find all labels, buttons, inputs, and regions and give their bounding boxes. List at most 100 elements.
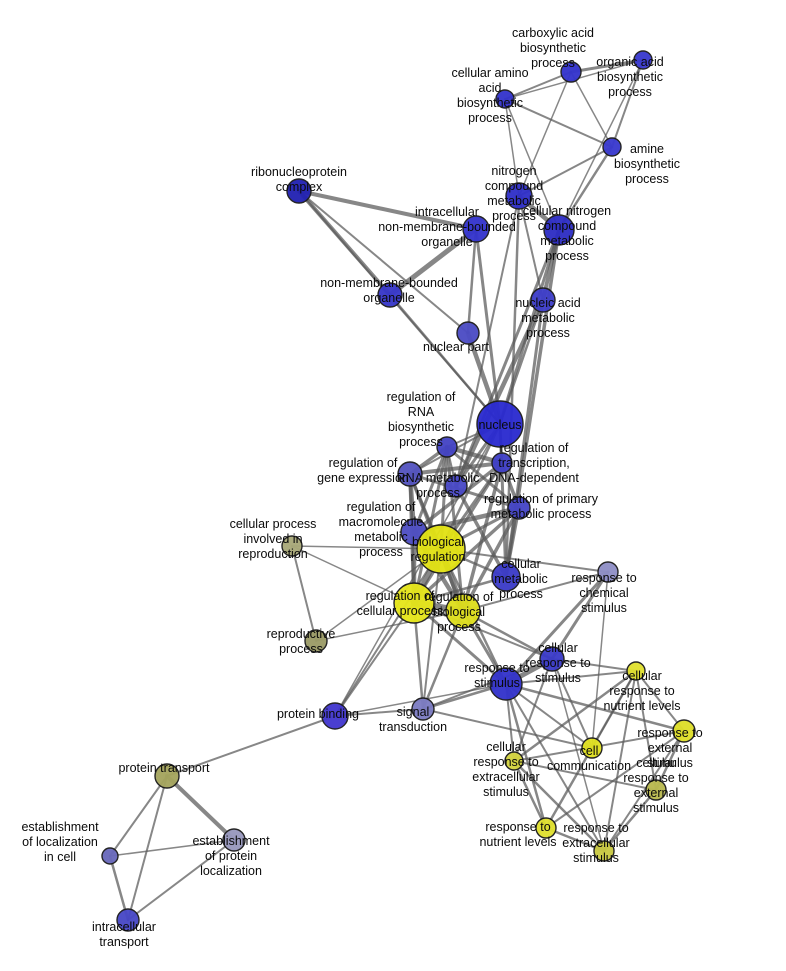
- node-repro-process[interactable]: reproductive process: [304, 629, 328, 653]
- node-label-nucleic: nucleic acid: [515, 296, 580, 310]
- edge-protein-transport--intracell-transport: [127, 775, 168, 921]
- node-resp-extracell[interactable]: response to extracellular stimulus: [593, 840, 615, 862]
- edge-cell-proc-repro--bio-reg: [291, 545, 442, 550]
- node-label-nucleus: nucleus: [478, 418, 521, 432]
- node-reg-biological[interactable]: regulation of biological process: [445, 593, 481, 629]
- node-carboxylic[interactable]: carboxylic acid biosynthetic process: [560, 61, 582, 83]
- node-label-nmb-org: organelle: [363, 291, 414, 305]
- node-label-cell-resp-external: stimulus: [633, 801, 679, 815]
- edge-signal-transduction--cell-resp-stim: [422, 658, 553, 710]
- node-est-loc-cell[interactable]: establishment of localization in cell: [101, 847, 119, 865]
- node-cellular-metabolic[interactable]: cellular metabolic process: [491, 562, 521, 592]
- node-label-repro-process: process: [279, 642, 323, 656]
- node-nucleus[interactable]: nucleus: [476, 400, 524, 448]
- node-nmb-org[interactable]: non-membrane-bounded organelle: [377, 282, 403, 308]
- node-label-cell-resp-extracell: stimulus: [483, 785, 529, 799]
- node-label-resp-extracell: extracellular: [562, 836, 629, 850]
- node-label-cellular-nitrogen: metabolic: [540, 234, 594, 248]
- node-label-reg-macro: metabolic: [354, 530, 408, 544]
- node-nucleic[interactable]: nucleic acid metabolic process: [530, 287, 556, 313]
- node-label-intracell-org: non-membrane-bounded: [378, 220, 516, 234]
- node-label-cellular-nitrogen: compound: [538, 219, 596, 233]
- node-label-bio-reg: biological: [412, 535, 464, 549]
- node-label-reg-macro: regulation of: [347, 500, 416, 514]
- node-label-reg-transcription: transcription,: [498, 456, 570, 470]
- node-reg-primary[interactable]: regulation of primary metabolic process: [507, 496, 531, 520]
- edge-resp-stim--cell-resp-nutrient: [505, 670, 637, 685]
- node-cell-resp-external[interactable]: cellular response to external stimulus: [645, 779, 667, 801]
- node-reg-cellular[interactable]: regulation of cellular process: [393, 582, 435, 624]
- node-resp-external[interactable]: response to external stimulus: [672, 719, 696, 743]
- node-protein-transport[interactable]: protein transport: [154, 763, 180, 789]
- node-label-cell-resp-stim: response to: [525, 656, 590, 670]
- edge-reg-rna--reg-macro: [412, 445, 449, 534]
- node-nuclear-part[interactable]: nuclear part: [456, 321, 480, 345]
- node-label-signal-transduction: transduction: [379, 720, 447, 734]
- node-est-protein-loc[interactable]: establishment of protein localization: [222, 828, 246, 852]
- node-cell-comm[interactable]: cell communication: [581, 737, 603, 759]
- node-cell-amino[interactable]: cellular amino acid biosynthetic process: [495, 89, 515, 109]
- node-label-nitrogen: compound: [485, 179, 543, 193]
- node-resp-nutrient[interactable]: response to nutrient levels: [535, 817, 557, 839]
- edge-ribo--nuclear-part: [298, 190, 469, 334]
- node-label-cellular-nitrogen: cellular nitrogen: [523, 204, 611, 218]
- node-ribo[interactable]: ribonucleoprotein complex: [286, 178, 312, 204]
- node-cell-resp-stim[interactable]: cellular response to stimulus: [539, 646, 565, 672]
- node-label-cell-resp-nutrient: cellular: [622, 669, 662, 683]
- edge-resp-chemical--bio-reg: [440, 548, 609, 573]
- labels-layer: carboxylic acid biosynthetic process organi…: [21, 26, 702, 949]
- node-cell-proc-repro[interactable]: cellular process involved in reproductio…: [281, 535, 303, 557]
- node-label-cellular-metabolic: metabolic: [494, 572, 548, 586]
- node-cellular-nitrogen[interactable]: cellular nitrogen compound metabolic pro…: [543, 214, 575, 246]
- node-label-resp-extracell: response to: [563, 821, 628, 835]
- node-label-reg-cellular: regulation of: [366, 589, 435, 603]
- node-label-resp-external: stimulus: [647, 756, 693, 770]
- edge-organic--amine: [611, 59, 644, 148]
- node-reg-rna[interactable]: regulation of RNA biosynthetic process: [436, 436, 458, 458]
- node-resp-stim[interactable]: response to stimulus: [489, 667, 523, 701]
- node-rna-metabolic[interactable]: RNA metabolic process: [444, 474, 468, 498]
- node-label-resp-external: external: [648, 741, 692, 755]
- node-amine[interactable]: amine biosynthetic process: [602, 137, 622, 157]
- node-label-resp-chemical: stimulus: [581, 601, 627, 615]
- edge-carboxylic--cell-amino: [504, 71, 572, 100]
- edge-cell-resp-nutrient--cell-resp-extracell: [512, 669, 638, 763]
- node-intracell-org[interactable]: intracellular non-membrane-bounded organ…: [462, 215, 490, 243]
- node-label-cell-proc-repro: cellular process: [230, 517, 317, 531]
- node-bio-reg[interactable]: biological regulation: [416, 524, 466, 574]
- node-reg-gene[interactable]: regulation of gene expression: [397, 461, 423, 487]
- node-cell-resp-extracell[interactable]: cellular response to extracellular stimu…: [504, 751, 524, 771]
- node-label-cell-resp-external: external: [634, 786, 678, 800]
- node-label-ribo: ribonucleoprotein: [251, 165, 347, 179]
- node-label-protein-binding: protein binding: [277, 707, 359, 721]
- node-signal-transduction[interactable]: signal transduction: [411, 697, 435, 721]
- node-cell-resp-nutrient[interactable]: cellular response to nutrient levels: [626, 661, 646, 681]
- edge-protein-binding--nucleus: [334, 423, 501, 717]
- node-label-cell-amino: biosynthetic: [457, 96, 523, 110]
- node-label-reg-biological: regulation of: [425, 590, 494, 604]
- edge-cell-resp-stim--cell-resp-extracell: [513, 658, 553, 762]
- node-label-est-protein-loc: localization: [200, 864, 262, 878]
- node-reg-transcription[interactable]: regulation of transcription, DNA-depende…: [491, 452, 513, 474]
- edge-cell-resp-stim--resp-chemical: [550, 570, 610, 661]
- node-label-carboxylic: carboxylic acid: [512, 26, 594, 40]
- edge-carboxylic--organic: [569, 58, 645, 74]
- node-label-intracell-org: organelle: [421, 235, 472, 249]
- node-label-reg-cellular: cellular process: [357, 604, 444, 618]
- node-label-cell-proc-repro: involved in: [243, 532, 302, 546]
- edge-est-protein-loc--intracell-transport: [127, 839, 235, 921]
- edge-cell-resp-stim--reg-cellular: [413, 602, 553, 660]
- node-label-amine: biosynthetic: [614, 157, 680, 171]
- node-nitrogen[interactable]: nitrogen compound metabolic process: [505, 182, 533, 210]
- node-organic[interactable]: organic acid biosynthetic process: [633, 50, 653, 70]
- node-label-cell-proc-repro: reproduction: [238, 547, 308, 561]
- node-label-nuclear-part: nuclear part: [423, 340, 490, 354]
- edge-est-protein-loc--est-loc-cell: [109, 839, 235, 857]
- edge-reg-primary--reg-biological: [461, 506, 521, 613]
- node-resp-chemical[interactable]: response to chemical stimulus: [597, 561, 619, 583]
- node-intracell-transport[interactable]: intracellular transport: [116, 908, 140, 932]
- node-protein-binding[interactable]: protein binding: [321, 702, 349, 730]
- node-label-est-loc-cell: in cell: [44, 850, 76, 864]
- edge-intracell-org--nucleus: [474, 227, 502, 426]
- edge-cell-resp-stim--cell-comm: [551, 658, 593, 749]
